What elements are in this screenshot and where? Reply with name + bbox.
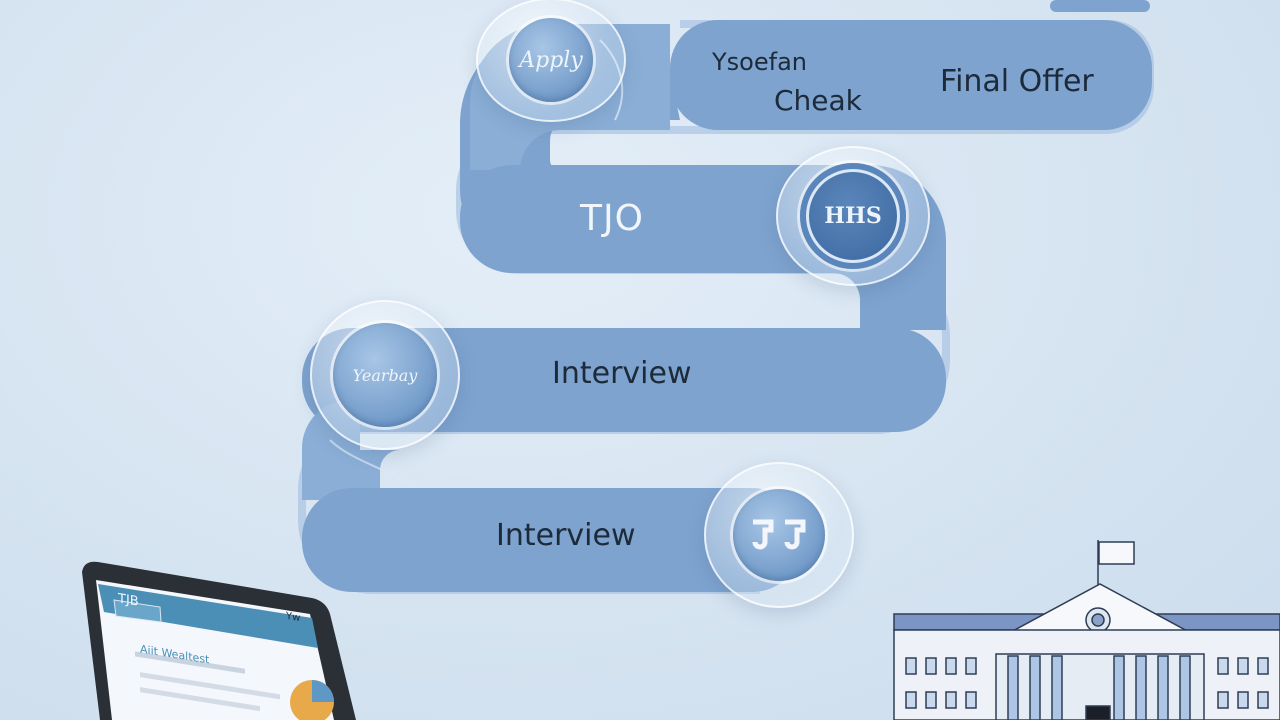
- yearbay-badge[interactable]: Yearbay: [310, 300, 460, 450]
- laptop-tab-text: Yw: [286, 610, 301, 625]
- hhs-badge[interactable]: HHS: [776, 146, 930, 286]
- yearbay-icon: Yearbay: [333, 323, 437, 427]
- hhs-seal-icon: HHS: [800, 163, 906, 269]
- ribbon-row-top-stub: [1050, 0, 1150, 12]
- ribbon-row-interview-1: [302, 328, 946, 432]
- two-hooks-icon: [733, 489, 825, 581]
- government-building-illustration: [893, 540, 1280, 720]
- step-tjo-label: TJO: [580, 198, 644, 239]
- hooks-badge[interactable]: [704, 462, 854, 608]
- ribbon-row-interview-2: [302, 488, 802, 592]
- ribbon-row-final-offer: [670, 20, 1152, 130]
- apply-badge[interactable]: Apply: [476, 0, 626, 122]
- apply-icon: Apply: [509, 18, 593, 102]
- laptop-header-text: TJB: [118, 591, 139, 610]
- step-interview-label-1: Interview: [552, 356, 692, 391]
- step-interview-label-2: Interview: [496, 518, 636, 553]
- step-top-text-line2: Cheak: [774, 84, 862, 117]
- step-final-offer-label: Final Offer: [940, 64, 1094, 99]
- step-top-text-line1: Ysoefan: [712, 48, 807, 76]
- ribbon-curve-left-2: [302, 400, 400, 500]
- laptop-illustration: [82, 561, 356, 720]
